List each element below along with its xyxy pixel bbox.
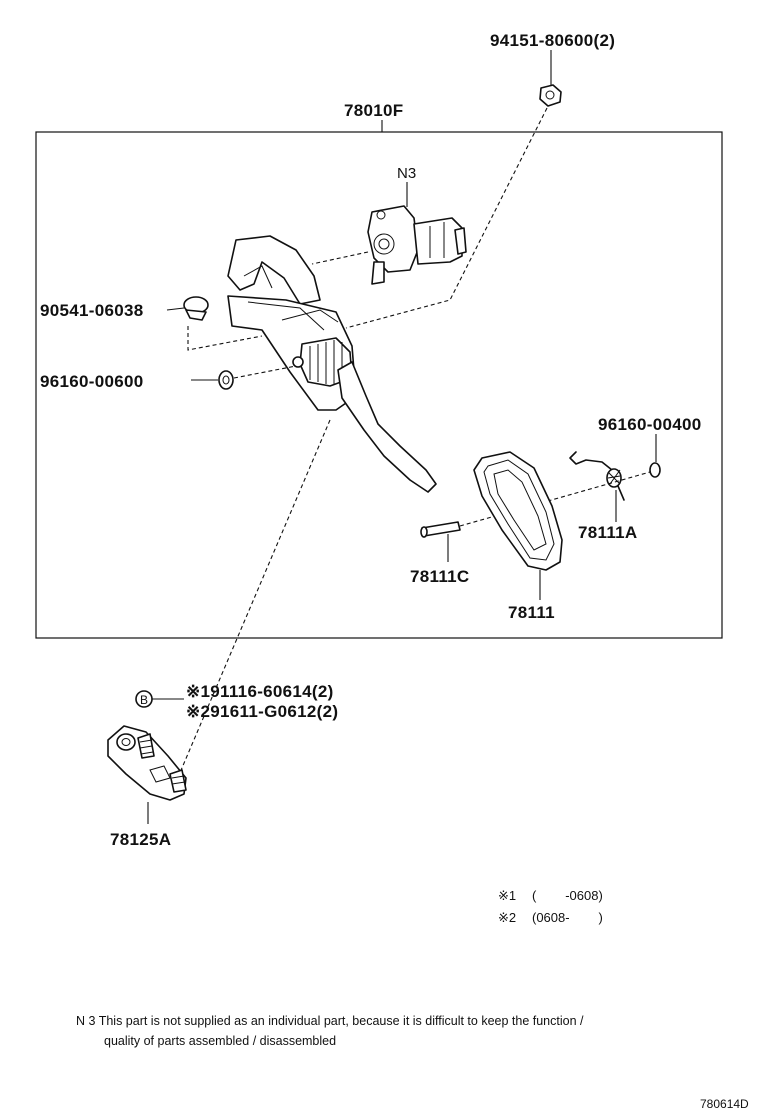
nut-dashed-path <box>345 107 548 329</box>
clip-dashed-path <box>187 326 263 351</box>
pedal-arm-assembly[interactable] <box>227 235 437 493</box>
bolt-marker-letter: B <box>140 693 148 707</box>
legend-1-mark: ※1 <box>498 888 516 903</box>
bushing-left-part[interactable] <box>218 370 234 390</box>
clip-label[interactable]: 90541-06038 <box>40 301 144 320</box>
bushing-left-label[interactable]: 96160-00600 <box>40 372 144 391</box>
bracket-label[interactable]: 78125A <box>110 830 171 849</box>
assembly-label[interactable]: 78010F <box>344 101 403 120</box>
sensor-note-ref-label[interactable]: N3 <box>397 165 416 182</box>
pin-part[interactable] <box>420 521 461 538</box>
bolt-1-label[interactable]: ※191116-60614(2) <box>186 682 334 701</box>
pad-label[interactable]: 78111 <box>508 603 555 622</box>
note-line-2: quality of parts assembled / disassemble… <box>104 1034 336 1048</box>
nut-label[interactable]: 94151-80600(2) <box>490 31 615 50</box>
legend-1-range: ( -0608) <box>532 888 603 903</box>
legend-2-range: (0608- ) <box>532 910 603 925</box>
pin-label[interactable]: 78111C <box>410 567 469 586</box>
bracket-part[interactable] <box>107 725 187 801</box>
throttle-position-sensor[interactable] <box>367 205 467 285</box>
bolt-2-label[interactable]: ※291611-G0612(2) <box>186 702 338 721</box>
assembly-boundary-box <box>35 131 723 639</box>
drawing-code: 780614D <box>700 1097 749 1111</box>
pad-axis-dashed-path <box>459 471 651 527</box>
sensor-dashed-path <box>311 251 369 265</box>
bushing-right-label[interactable]: 96160-00400 <box>598 415 702 434</box>
nut-part[interactable] <box>539 84 562 107</box>
legend-2-mark: ※2 <box>498 910 516 925</box>
clip-part[interactable] <box>183 296 209 321</box>
spring-part[interactable] <box>569 451 625 501</box>
pedal-pad-part[interactable] <box>473 451 563 571</box>
spring-label[interactable]: 78111A <box>578 523 637 542</box>
bracket-dashed-path <box>175 419 331 783</box>
clip-leader <box>166 307 185 311</box>
note-line-1: N 3 This part is not supplied as an indi… <box>76 1014 584 1028</box>
bolt-marker[interactable]: B <box>135 690 153 708</box>
serial-range-legend: ※1 ( -0608) ※2 (0608- ) <box>498 888 603 925</box>
bushing-left-dashed-path <box>233 365 297 379</box>
bushing-right-part[interactable] <box>649 462 661 478</box>
